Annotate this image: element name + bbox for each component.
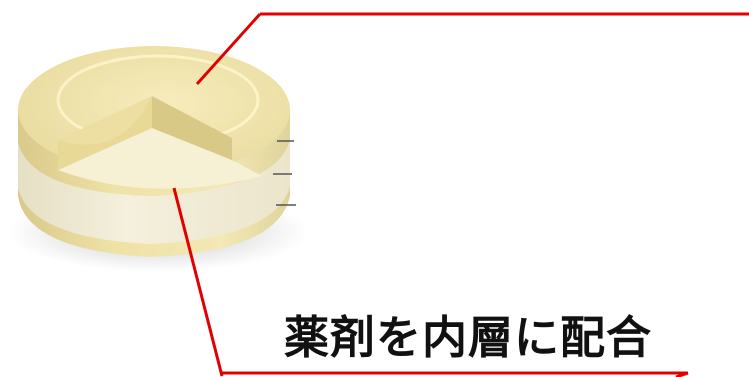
- leader-line-bottom: [172, 187, 224, 377]
- tablet-wedge-cut-top: [58, 96, 152, 145]
- leader-line-bottom-right: [675, 371, 689, 377]
- tablet-middle-layer: [18, 140, 290, 244]
- caption-text: 薬剤を内層に配合: [283, 310, 652, 364]
- tablet-image: [18, 46, 296, 257]
- callout-box: [222, 12, 749, 375]
- tablet-wedge-wall-right: [152, 96, 232, 160]
- leader-line-top: [195, 12, 262, 86]
- tablet-wedge-floor: [58, 128, 262, 189]
